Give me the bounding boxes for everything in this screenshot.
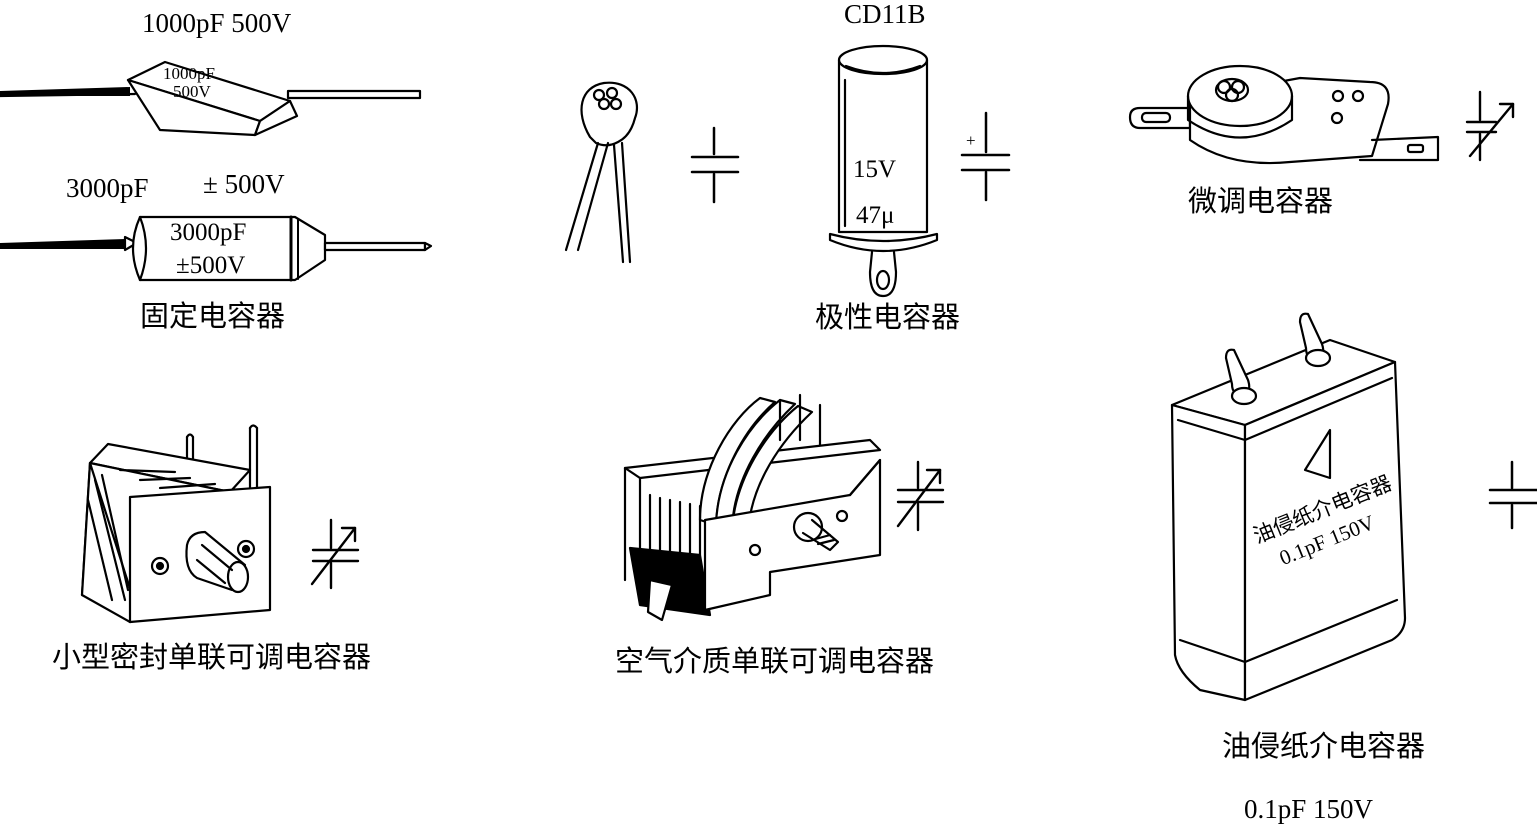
capacitor-symbol-oil <box>1488 460 1537 530</box>
cylinder-body-text-1: 3000pF <box>170 219 247 246</box>
sealed-variable-capacitor-drawing <box>80 424 272 624</box>
polarized-capacitor-symbol <box>960 111 1011 202</box>
capacitor-symbol <box>690 126 740 204</box>
air-variable-capacitor-caption: 空气介质单联可调电容器 <box>615 644 935 678</box>
fixed-capacitor-caption: 固定电容器 <box>140 299 286 333</box>
oil-paper-capacitor-drawing: 油侵纸介电容器 0.1pF 150V <box>1170 312 1407 702</box>
ceramic-capacitor-drawing <box>564 81 639 264</box>
trimmer-capacitor-drawing <box>1128 64 1440 165</box>
polar-capacitor-caption: 极性电容器 <box>815 300 961 334</box>
mica-body-text-2: 500V <box>173 82 212 101</box>
oil-paper-rating-label: 0.1pF 150V <box>1244 794 1374 824</box>
mica-rating-label: 1000pF 500V <box>142 8 292 38</box>
cylinder-rating-value: 3000pF <box>66 173 149 203</box>
polarity-plus-sign: + <box>966 131 976 150</box>
mica-capacitor-drawing: 1000pF 500V <box>0 60 422 137</box>
variable-capacitor-symbol-2 <box>310 518 360 590</box>
mica-body-text-1: 1000pF <box>163 64 215 83</box>
air-variable-capacitor-drawing <box>623 393 882 622</box>
cylinder-capacitor-drawing <box>0 215 433 282</box>
variable-capacitor-symbol-1 <box>1465 90 1515 162</box>
variable-capacitor-symbol-3 <box>896 460 945 532</box>
sealed-variable-capacitor-caption: 小型密封单联可调电容器 <box>52 640 372 674</box>
oil-paper-capacitor-caption: 油侵纸介电容器 <box>1222 729 1426 763</box>
electrolytic-capacitor-drawing <box>828 44 939 298</box>
cylinder-rating-voltage: ± 500V <box>203 169 285 199</box>
cylinder-body-text-2: ±500V <box>176 252 246 279</box>
electrolytic-body-voltage: 15V <box>853 156 897 183</box>
trimmer-capacitor-caption: 微调电容器 <box>1188 184 1334 218</box>
electrolytic-body-capacitance: 47μ <box>856 202 895 229</box>
electrolytic-model-label: CD11B <box>844 0 926 29</box>
